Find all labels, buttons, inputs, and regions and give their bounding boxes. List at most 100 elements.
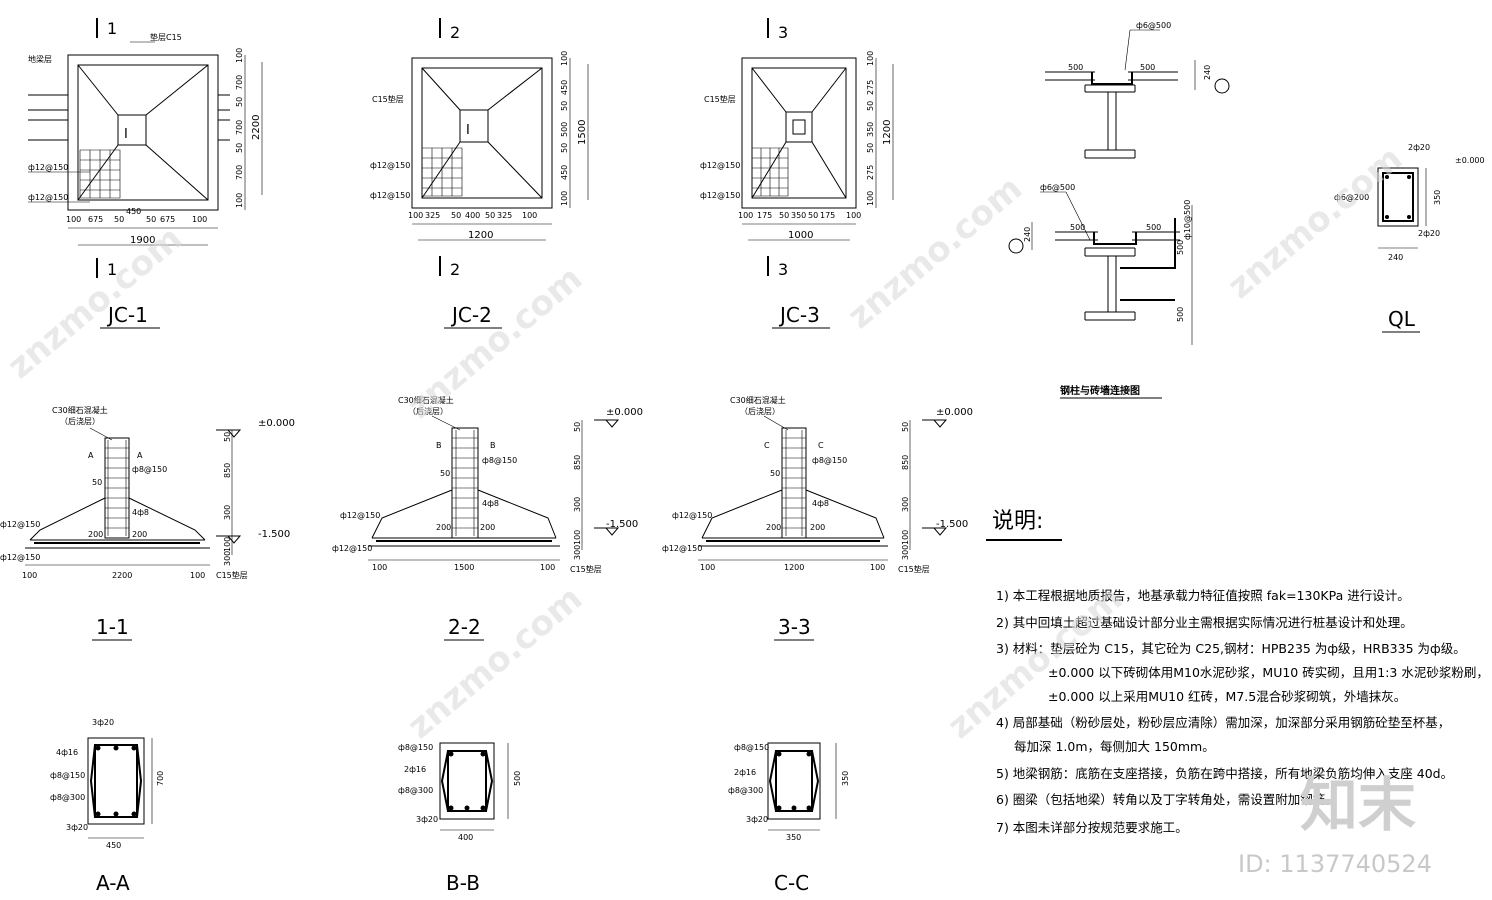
cut-right: A — [137, 451, 143, 460]
rebar1: ф6@500 — [1136, 21, 1171, 30]
watermark-text: znzmo.com — [0, 218, 190, 386]
vd2: 300 — [223, 505, 232, 520]
dim-b6: 100 — [192, 215, 207, 224]
rebar: ф12@150 — [340, 511, 380, 520]
section-2-2: C30细石混凝土 （后浇层） B B ф8@150 50 4ф8 200 200… — [332, 395, 643, 641]
vd2: 300 — [901, 497, 910, 512]
ql-bot: 2ф20 — [1418, 229, 1440, 238]
section-1-1: C30细石混凝土 （后浇层） A A ф8@150 50 4ф8 200 200… — [0, 405, 295, 641]
dim-r2: 50 — [560, 101, 569, 111]
ql-w: 240 — [1388, 253, 1403, 262]
rebar: ф12@150 — [0, 520, 40, 529]
hd1: 1200 — [784, 563, 804, 572]
rebar2: ф12@150 — [0, 553, 40, 562]
vd0: 50 — [573, 422, 582, 432]
dim-b5: 175 — [820, 211, 835, 220]
dim-r6: 100 — [235, 193, 244, 208]
bars: 4ф8 — [482, 499, 499, 508]
s1: ф8@150 — [734, 743, 769, 752]
section-mark: 1 — [107, 19, 117, 38]
note-2: 2) 其中回填土超过基础设计部分业主需根据实际情况进行桩基设计和处理。 — [996, 615, 1413, 630]
vd1: 850 — [573, 455, 582, 470]
hd1: 1500 — [454, 563, 474, 572]
elev-top: ±0.000 — [606, 407, 643, 418]
vd2: 300 — [573, 497, 582, 512]
pad-label: 垫层C15 — [150, 32, 182, 42]
s1: ф8@150 — [50, 771, 85, 780]
dim-r2: 50 — [866, 101, 875, 111]
dim-b2: 50 — [779, 211, 789, 220]
vd1: 850 — [901, 455, 910, 470]
watermark-text: znzmo.com — [1220, 138, 1410, 306]
dim-r3: 700 — [235, 120, 244, 135]
note-1: 1) 本工程根据地质报告，地基承载力特征值按照 fak=130KPa 进行设计。 — [996, 588, 1410, 603]
s2: ф8@300 — [50, 793, 85, 802]
steel-column-detail: ф6@500 500 500 240 ф6@500 500 500 ф10@50… — [1008, 21, 1230, 399]
column-icon: I — [466, 123, 470, 138]
dim-b4: 50 — [485, 211, 495, 220]
dim-r1: 450 — [560, 80, 569, 95]
rebar-b: ф12@150 — [28, 193, 68, 202]
top: 3ф20 — [92, 718, 114, 727]
rebar2: ф12@150 — [332, 544, 372, 553]
dim-b1: 675 — [88, 215, 103, 224]
top-note-1: C30细石混凝土 — [730, 395, 786, 405]
note-4b: 每加深 1.0m，每侧加大 150mm。 — [1014, 739, 1215, 754]
pad: C15垫层 — [570, 564, 602, 574]
hd1: 2200 — [112, 571, 132, 580]
d500c: 500 — [1070, 223, 1085, 232]
top-note-1: C30细石混凝土 — [398, 395, 454, 405]
dim200b: 200 — [132, 530, 147, 539]
d500v2: 500 — [1176, 307, 1185, 322]
d500b: 500 — [1140, 63, 1155, 72]
dim200a: 200 — [88, 530, 103, 539]
col-section-aa: 3ф20 4ф16 ф8@150 ф8@300 3ф20 700 450 A-A — [50, 718, 165, 895]
hd2: 100 — [870, 563, 885, 572]
d240a: 240 — [1203, 65, 1212, 80]
section-mark-2: 1 — [107, 260, 117, 279]
d500d: 500 — [1146, 223, 1161, 232]
brand-logo: 知末 — [1300, 771, 1416, 839]
pad: C15垫层 — [216, 570, 248, 580]
vd3: 100 — [901, 530, 910, 545]
dim-r5: 700 — [235, 165, 244, 180]
dim-r4: 50 — [235, 143, 244, 153]
section-label: 3-3 — [778, 615, 811, 639]
dim-b2: 50 — [114, 215, 124, 224]
note-7: 7) 本图未详部分按规范要求施工。 — [996, 820, 1188, 835]
watermark-text: znzmo.com — [400, 578, 590, 746]
col-section-bb: ф8@150 2ф16 ф8@300 3ф20 500 400 B-B — [398, 742, 522, 895]
hd2: 100 — [190, 571, 205, 580]
mid: 2ф16 — [734, 768, 756, 777]
dim-b1: 325 — [425, 211, 440, 220]
plan-jc3: 3 C15垫层 ф12@150 ф12@150 100 175 50 350 5… — [700, 18, 894, 329]
top-note-1: C30细石混凝土 — [52, 405, 108, 415]
dim-b6: 100 — [522, 211, 537, 220]
dim200b: 200 — [480, 523, 495, 532]
elev-bot: -1.500 — [606, 519, 638, 530]
dim50: 50 — [440, 469, 450, 478]
image-id: ID: 1137740524 — [1238, 850, 1432, 878]
dim50: 50 — [92, 478, 102, 487]
dim-r1: 275 — [866, 80, 875, 95]
w: 350 — [786, 833, 801, 842]
section-mark-2: 2 — [450, 260, 460, 279]
hd2: 100 — [540, 563, 555, 572]
note-6: 6) 圈梁（包括地梁）转角以及丁字转角处，需设置附加钢筋。 — [996, 792, 1338, 807]
total-h: 1500 — [577, 120, 588, 145]
label: B-B — [446, 871, 480, 895]
plan-label: JC-3 — [778, 303, 820, 327]
w: 450 — [106, 841, 121, 850]
h: 500 — [513, 771, 522, 786]
dim-r0: 100 — [560, 51, 569, 66]
note-4: 4) 局部基础（粉砂层处，粉砂层应清除）需加深，加深部分采用钢筋砼垫至杯基， — [996, 715, 1450, 730]
dim-r6: 100 — [866, 191, 875, 206]
vd4: 300 — [901, 545, 910, 560]
rebar-b: ф12@150 — [700, 191, 740, 200]
dim-r5: 450 — [560, 165, 569, 180]
pad-label: C15垫层 — [704, 94, 736, 104]
dim-r2: 50 — [235, 97, 244, 107]
note-3: 3) 材料：垫层砼为 C15，其它砼为 C25,钢材：HPB235 为ф级，HR… — [996, 641, 1466, 656]
dim-b5: 675 — [160, 215, 175, 224]
total-h: 2200 — [251, 115, 262, 140]
